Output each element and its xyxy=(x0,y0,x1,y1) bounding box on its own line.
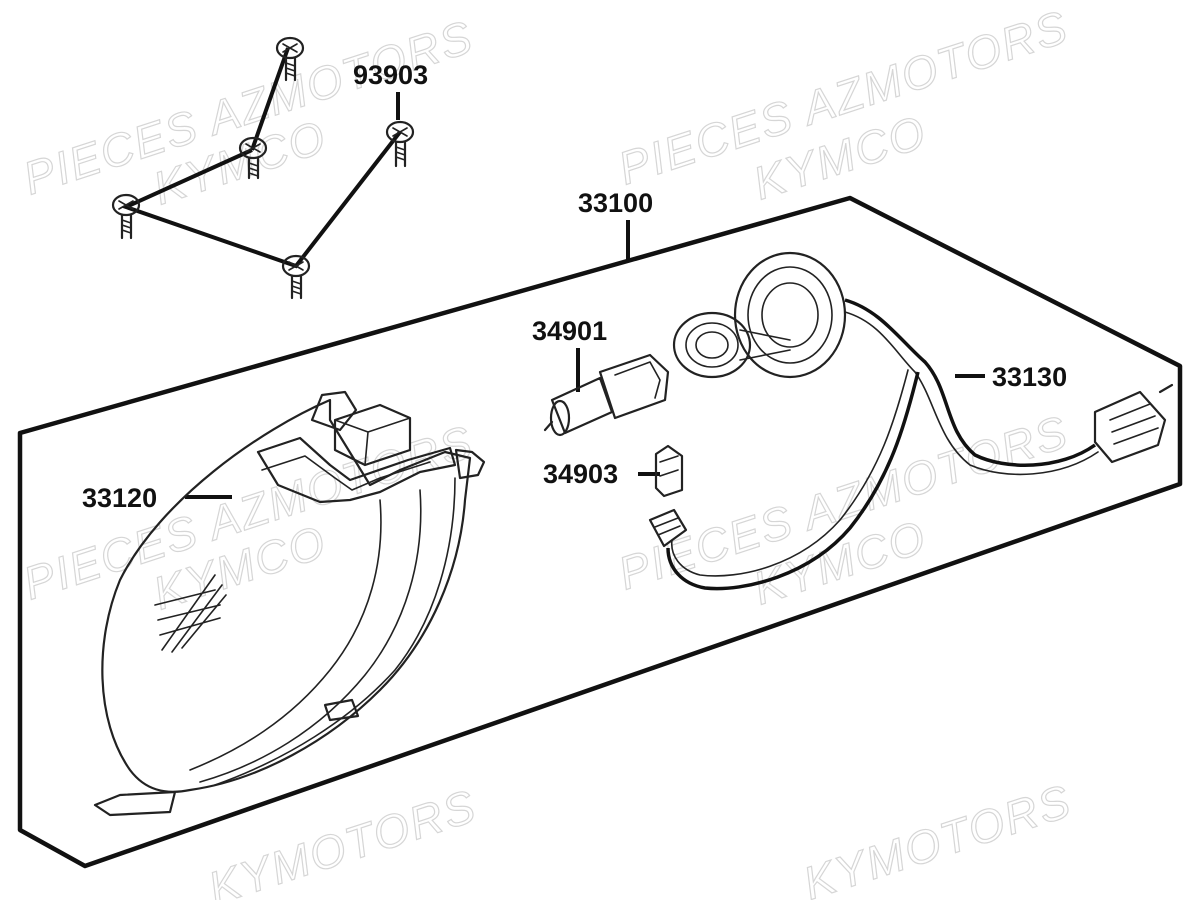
assembly-outline-box xyxy=(17,195,1183,869)
bolt-link-line xyxy=(250,47,290,151)
bolt-icon xyxy=(238,136,268,180)
headlight-lens-unit xyxy=(93,390,486,817)
bolt-icon xyxy=(111,193,141,240)
bolt-group-93903 xyxy=(111,36,415,300)
watermark: KYMOTORS xyxy=(797,774,1078,900)
bolt-icon xyxy=(281,254,311,300)
bolt-link-line xyxy=(120,130,402,269)
watermark: KYMOTORS xyxy=(202,779,483,900)
part-number-label: 33100 xyxy=(578,188,653,218)
headlight-bulb xyxy=(543,353,670,437)
part-number-label: 34903 xyxy=(543,459,618,489)
bolt-icon xyxy=(275,36,305,82)
bolt-icon xyxy=(385,120,415,168)
part-number-label: 34901 xyxy=(532,316,607,346)
part-number-label: 33120 xyxy=(82,483,157,513)
wiring-harness xyxy=(666,251,1174,591)
watermark-layer: PIECES AZMOTORS KYMCO PIECES AZMOTORS KY… xyxy=(16,0,1078,900)
part-number-label: 93903 xyxy=(353,60,428,90)
position-bulb xyxy=(648,444,688,548)
part-number-label: 33130 xyxy=(992,362,1067,392)
